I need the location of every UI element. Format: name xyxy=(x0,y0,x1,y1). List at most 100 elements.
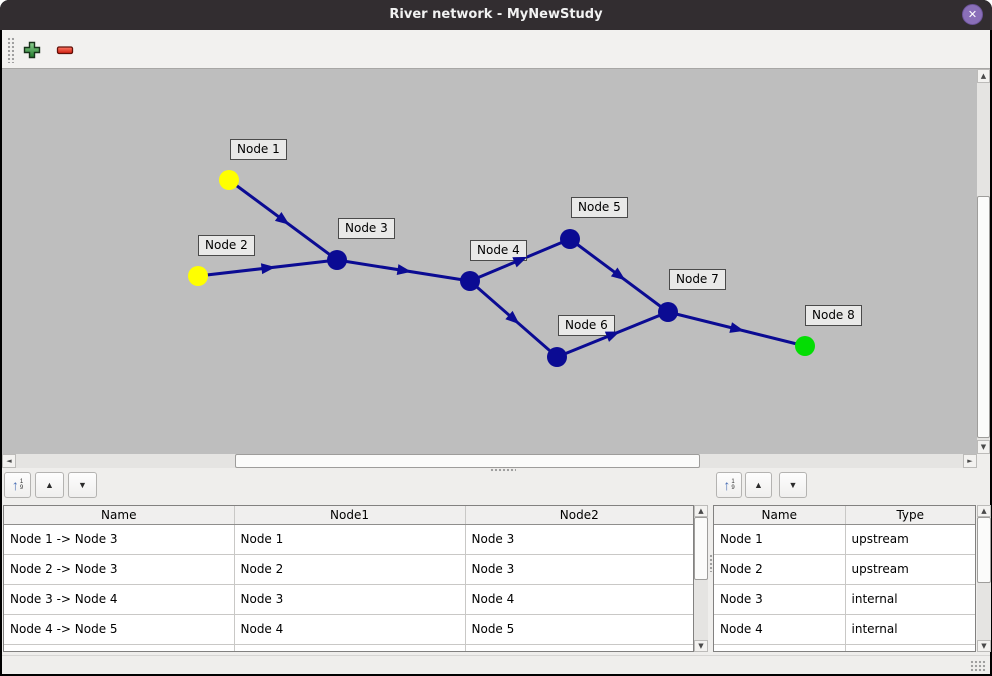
vertical-scroll-thumb[interactable] xyxy=(977,517,991,583)
nodes-table-scrollbar[interactable]: ▲ ▼ xyxy=(977,505,991,652)
scroll-left-button[interactable]: ◄ xyxy=(2,454,16,468)
add-node-button[interactable] xyxy=(21,38,43,60)
resize-grip[interactable] xyxy=(970,660,986,672)
vertical-scroll-thumb[interactable] xyxy=(977,196,990,438)
scroll-down-icon: ▼ xyxy=(980,443,987,451)
graph-node[interactable] xyxy=(658,302,678,322)
up-triangle-icon: ▲ xyxy=(754,479,763,490)
table-cell[interactable]: Node 5 xyxy=(465,614,693,645)
scroll-down-button[interactable]: ▼ xyxy=(694,640,708,652)
nodes-move-down-button[interactable]: ▼ xyxy=(779,472,807,498)
sort-digits: 1 9 xyxy=(19,479,24,491)
table-cell[interactable]: Node 4 xyxy=(465,584,693,615)
node-label[interactable]: Node 2 xyxy=(198,235,255,256)
scroll-right-icon: ► xyxy=(967,457,973,465)
table-cell[interactable]: Node 2 -> Node 3 xyxy=(4,554,235,585)
table-cell[interactable]: Node 3 -> Node 4 xyxy=(4,584,235,615)
network-canvas[interactable]: Node 1 Node 2 Node 3 Node 4 Node 5 Node 6 Node… xyxy=(2,69,977,454)
table-cell[interactable] xyxy=(465,644,693,651)
remove-node-button[interactable] xyxy=(54,38,76,60)
sort-icon: ↑ xyxy=(723,477,731,493)
table-cell[interactable]: Node 2 xyxy=(714,554,846,585)
table-cell[interactable]: Node 2 xyxy=(234,554,466,585)
table-cell[interactable]: Node 3 xyxy=(234,584,466,615)
scrollbar-corner xyxy=(977,454,990,468)
status-bar xyxy=(2,655,990,674)
vertical-splitter-handle[interactable] xyxy=(709,554,714,572)
table-cell[interactable]: Node 3 xyxy=(714,584,846,615)
table-cell[interactable]: Node 4 xyxy=(234,614,466,645)
graph-node[interactable] xyxy=(560,229,580,249)
table-cell[interactable]: Node 3 xyxy=(465,554,693,585)
links-move-down-button[interactable]: ▼ xyxy=(68,472,97,498)
graph-node[interactable] xyxy=(547,347,567,367)
table-cell[interactable]: upstream xyxy=(845,554,975,585)
links-sort-button[interactable]: ↑ 1 9 xyxy=(4,472,31,498)
window-title: River network - MyNewStudy xyxy=(389,7,603,22)
scroll-up-icon: ▲ xyxy=(981,507,987,515)
close-button[interactable]: ✕ xyxy=(962,4,983,25)
main-toolbar xyxy=(2,30,990,69)
canvas-vertical-scrollbar[interactable]: ▲ ▼ xyxy=(977,69,990,454)
graph-node[interactable] xyxy=(327,250,347,270)
table-cell[interactable] xyxy=(4,644,235,651)
graph-node[interactable] xyxy=(460,271,480,291)
scroll-down-icon: ▼ xyxy=(981,642,987,650)
table-cell[interactable] xyxy=(714,644,846,651)
nodes-sort-button[interactable]: ↑ 1 9 xyxy=(716,472,742,498)
table-cell[interactable] xyxy=(234,644,466,651)
table-row[interactable] xyxy=(4,644,693,651)
table-cell[interactable]: internal xyxy=(845,584,975,615)
canvas-horizontal-scrollbar[interactable]: ◄ ► xyxy=(2,454,977,468)
table-cell[interactable] xyxy=(845,644,975,651)
node-label[interactable]: Node 4 xyxy=(470,240,527,261)
scroll-right-button[interactable]: ► xyxy=(963,454,977,468)
table-cell[interactable]: internal xyxy=(845,614,975,645)
graph-node[interactable] xyxy=(188,266,208,286)
table-cell[interactable]: Node 1 -> Node 3 xyxy=(4,524,235,555)
node-label[interactable]: Node 5 xyxy=(571,197,628,218)
scroll-down-button[interactable]: ▼ xyxy=(977,440,990,454)
column-header[interactable]: Node2 xyxy=(465,506,693,525)
table-cell[interactable]: Node 4 -> Node 5 xyxy=(4,614,235,645)
node-label[interactable]: Node 7 xyxy=(669,269,726,290)
table-cell[interactable]: upstream xyxy=(845,524,975,555)
down-triangle-icon: ▼ xyxy=(788,479,798,490)
table-cell[interactable]: Node 3 xyxy=(465,524,693,555)
graph-node[interactable] xyxy=(219,170,239,190)
nodes-move-up-button[interactable]: ▲ xyxy=(745,472,772,498)
horizontal-splitter-handle[interactable] xyxy=(490,468,516,472)
column-header[interactable]: Name xyxy=(4,506,235,525)
node-labels-layer: Node 1 Node 2 Node 3 Node 4 Node 5 Node 6 Node… xyxy=(2,69,977,454)
column-header[interactable]: Type xyxy=(845,506,975,525)
scroll-down-button[interactable]: ▼ xyxy=(977,640,991,652)
node-label[interactable]: Node 1 xyxy=(230,139,287,160)
links-move-up-button[interactable]: ▲ xyxy=(35,472,64,498)
column-header[interactable]: Name xyxy=(714,506,846,525)
scroll-up-button[interactable]: ▲ xyxy=(977,69,990,83)
graph-node[interactable] xyxy=(795,336,815,356)
vertical-scroll-thumb[interactable] xyxy=(694,517,708,580)
node-label[interactable]: Node 3 xyxy=(338,218,395,239)
node-label[interactable]: Node 8 xyxy=(805,305,862,326)
scroll-up-button[interactable]: ▲ xyxy=(977,505,991,517)
table-row[interactable] xyxy=(714,644,975,651)
column-header[interactable]: Node1 xyxy=(234,506,466,525)
links-table-scrollbar[interactable]: ▲ ▼ xyxy=(694,505,708,652)
table-cell[interactable]: Node 1 xyxy=(714,524,846,555)
toolbar-drag-handle[interactable] xyxy=(7,37,14,63)
table-cell[interactable]: Node 4 xyxy=(714,614,846,645)
node-label[interactable]: Node 6 xyxy=(558,315,615,336)
table-cell[interactable]: Node 1 xyxy=(234,524,466,555)
scroll-up-button[interactable]: ▲ xyxy=(694,505,708,517)
horizontal-scroll-thumb[interactable] xyxy=(235,454,700,468)
